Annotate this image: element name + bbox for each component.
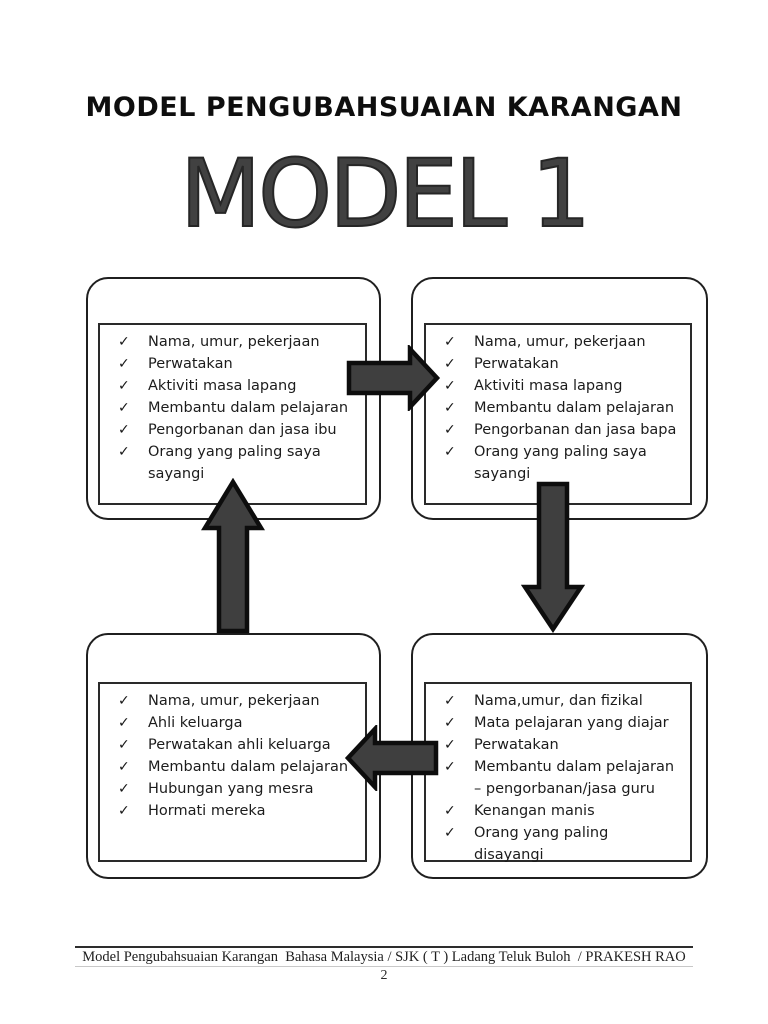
checklist-item-text: Orang yang paling saya sayangi bbox=[474, 444, 647, 482]
checklist-item-text: Mata pelajaran yang diajar bbox=[474, 715, 669, 731]
checklist-item-text: Aktiviti masa lapang bbox=[148, 378, 297, 394]
flow-box-top-left: ✓ Nama, umur, pekerjaan ✓ Perwatakan ✓ Akti… bbox=[86, 277, 381, 520]
checklist-item: ✓ Orang yang paling saya sayangi bbox=[100, 441, 361, 485]
check-icon: ✓ bbox=[444, 803, 456, 819]
check-icon: ✓ bbox=[444, 737, 456, 753]
check-icon: ✓ bbox=[118, 759, 130, 775]
checklist: ✓ Nama,umur, dan fizikal ✓ Mata pelajaran … bbox=[426, 684, 690, 866]
checklist-item: ✓ Aktiviti masa lapang bbox=[100, 375, 361, 397]
checklist-item-text: Kenangan manis bbox=[474, 803, 595, 819]
checklist-item: ✓ Pengorbanan dan jasa ibu bbox=[100, 419, 361, 441]
checklist-item-text: Nama, umur, pekerjaan bbox=[148, 693, 320, 709]
checklist-item-text: Nama, umur, pekerjaan bbox=[148, 334, 320, 350]
footer-text: Model Pengubahsuaian Karangan Bahasa Mal… bbox=[82, 949, 686, 965]
check-icon: ✓ bbox=[118, 803, 130, 819]
check-icon: ✓ bbox=[118, 400, 130, 416]
checklist-item: ✓ Hubungan yang mesra bbox=[100, 778, 361, 800]
check-icon: ✓ bbox=[444, 378, 456, 394]
checklist-item: ✓ Aktiviti masa lapang bbox=[426, 375, 686, 397]
checklist-item-text: Nama, umur, pekerjaan bbox=[474, 334, 646, 350]
checklist: ✓ Nama, umur, pekerjaan ✓ Perwatakan ✓ Akti… bbox=[100, 325, 365, 485]
page-title: MODEL PENGUBAHSUAIAN KARANGAN bbox=[85, 92, 683, 123]
checklist-item-text: Orang yang paling saya sayangi bbox=[148, 444, 321, 482]
check-icon: ✓ bbox=[444, 400, 456, 416]
checklist-item-text: Pengorbanan dan jasa bapa bbox=[474, 422, 677, 438]
checklist-panel-top-right: ✓ Nama, umur, pekerjaan ✓ Perwatakan ✓ Akti… bbox=[424, 323, 692, 505]
checklist-item: ✓ Orang yang paling saya sayangi bbox=[426, 441, 686, 485]
checklist-item-text: Hormati mereka bbox=[148, 803, 266, 819]
check-icon: ✓ bbox=[118, 781, 130, 797]
check-icon: ✓ bbox=[444, 825, 456, 841]
checklist-item-text: Aktiviti masa lapang bbox=[474, 378, 623, 394]
checklist-item-text: Nama,umur, dan fizikal bbox=[474, 693, 643, 709]
flow-box-top-right: ✓ Nama, umur, pekerjaan ✓ Perwatakan ✓ Akti… bbox=[411, 277, 708, 520]
footer-rule bbox=[75, 946, 693, 948]
checklist-item: ✓ Nama, umur, pekerjaan bbox=[426, 331, 686, 353]
flow-box-bottom-left: ✓ Nama, umur, pekerjaan ✓ Ahli keluarga ✓ P… bbox=[86, 633, 381, 879]
checklist-item-text: Perwatakan bbox=[474, 356, 559, 372]
flow-box-bottom-right: ✓ Nama,umur, dan fizikal ✓ Mata pelajaran … bbox=[411, 633, 708, 879]
checklist-item-text: Perwatakan ahli keluarga bbox=[148, 737, 331, 753]
check-icon: ✓ bbox=[444, 693, 456, 709]
check-icon: ✓ bbox=[118, 693, 130, 709]
check-icon: ✓ bbox=[118, 444, 130, 460]
check-icon: ✓ bbox=[118, 737, 130, 753]
checklist-item-text: Pengorbanan dan jasa ibu bbox=[148, 422, 337, 438]
checklist-item-text: Membantu dalam pelajaran bbox=[148, 759, 349, 775]
checklist-item: ✓ Membantu dalam pelajaran bbox=[100, 756, 361, 778]
check-icon: ✓ bbox=[118, 378, 130, 394]
checklist-item: ✓ Perwatakan bbox=[426, 734, 686, 756]
checklist-item: ✓ Membantu dalam pelajaran – pengorbanan/… bbox=[426, 756, 686, 800]
checklist-item: ✓ Perwatakan ahli keluarga bbox=[100, 734, 361, 756]
checklist: ✓ Nama, umur, pekerjaan ✓ Perwatakan ✓ Akti… bbox=[426, 325, 690, 485]
checklist-item-text: Membantu dalam pelajaran bbox=[148, 400, 349, 416]
checklist-panel-bottom-right: ✓ Nama,umur, dan fizikal ✓ Mata pelajaran … bbox=[424, 682, 692, 863]
checklist-panel-top-left: ✓ Nama, umur, pekerjaan ✓ Perwatakan ✓ Akti… bbox=[98, 323, 367, 505]
checklist-item: ✓ Nama,umur, dan fizikal bbox=[426, 690, 686, 712]
checklist-item-text: Orang yang paling disayangi bbox=[474, 825, 609, 863]
check-icon: ✓ bbox=[444, 759, 456, 775]
checklist-item: ✓ Nama, umur, pekerjaan bbox=[100, 690, 361, 712]
checklist-item: ✓ Kenangan manis bbox=[426, 800, 686, 822]
checklist-item: ✓ Orang yang paling disayangi bbox=[426, 822, 686, 866]
check-icon: ✓ bbox=[444, 444, 456, 460]
checklist-item: ✓ Perwatakan bbox=[100, 353, 361, 375]
checklist-item-text: Perwatakan bbox=[474, 737, 559, 753]
flow-arrow-up-icon bbox=[201, 478, 265, 634]
flow-arrow-down-icon bbox=[521, 481, 585, 633]
checklist-panel-bottom-left: ✓ Nama, umur, pekerjaan ✓ Ahli keluarga ✓ P… bbox=[98, 682, 367, 862]
flow-arrow-right-icon bbox=[346, 345, 441, 411]
checklist-item-text: Hubungan yang mesra bbox=[148, 781, 314, 797]
flow-arrow-left-icon bbox=[344, 725, 439, 791]
checklist-item-text: Membantu dalam pelajaran bbox=[474, 400, 675, 416]
check-icon: ✓ bbox=[118, 334, 130, 350]
checklist-item: ✓ Membantu dalam pelajaran bbox=[426, 397, 686, 419]
footer-divider bbox=[75, 966, 693, 967]
checklist: ✓ Nama, umur, pekerjaan ✓ Ahli keluarga ✓ P… bbox=[100, 684, 365, 822]
checklist-item: ✓ Ahli keluarga bbox=[100, 712, 361, 734]
check-icon: ✓ bbox=[444, 334, 456, 350]
check-icon: ✓ bbox=[444, 715, 456, 731]
check-icon: ✓ bbox=[444, 422, 456, 438]
checklist-item: ✓ Pengorbanan dan jasa bapa bbox=[426, 419, 686, 441]
checklist-item-text: Perwatakan bbox=[148, 356, 233, 372]
checklist-item-text: Ahli keluarga bbox=[148, 715, 243, 731]
checklist-item: ✓ Membantu dalam pelajaran bbox=[100, 397, 361, 419]
page-number: 2 bbox=[380, 968, 388, 983]
model-title: MODEL 1 bbox=[179, 140, 592, 249]
check-icon: ✓ bbox=[444, 356, 456, 372]
checklist-item-text: Membantu dalam pelajaran – pengorbanan/j… bbox=[474, 759, 675, 797]
checklist-item: ✓ Mata pelajaran yang diajar bbox=[426, 712, 686, 734]
checklist-item: ✓ Perwatakan bbox=[426, 353, 686, 375]
check-icon: ✓ bbox=[118, 422, 130, 438]
check-icon: ✓ bbox=[118, 356, 130, 372]
checklist-item: ✓ Hormati mereka bbox=[100, 800, 361, 822]
checklist-item: ✓ Nama, umur, pekerjaan bbox=[100, 331, 361, 353]
check-icon: ✓ bbox=[118, 715, 130, 731]
